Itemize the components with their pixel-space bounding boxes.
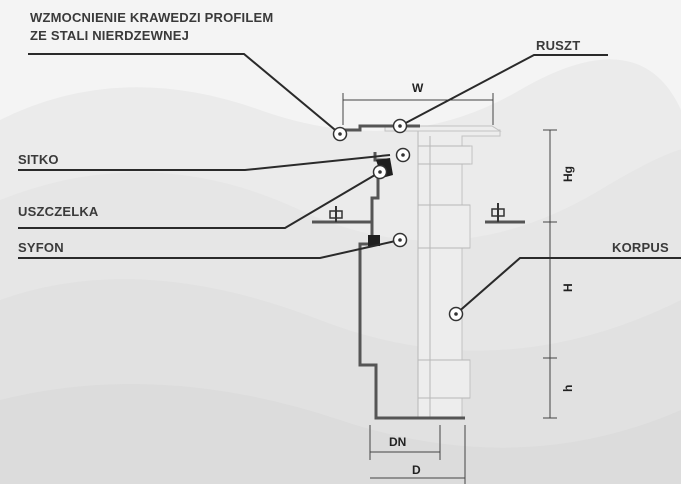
dim-label-dn: DN: [389, 435, 406, 449]
drain-profile: [312, 124, 525, 420]
dim-label-w: W: [412, 81, 424, 95]
bolt-icon: [491, 203, 505, 222]
dim-label-hg: Hg: [561, 166, 575, 182]
background-pattern: [0, 59, 681, 484]
callout-marker: [395, 147, 411, 163]
callout-marker: [332, 126, 348, 142]
dimension-lines: [342, 93, 557, 484]
label-ruszt: RUSZT: [536, 38, 580, 53]
label-sitko: SITKO: [18, 152, 59, 167]
leader-lines: [18, 53, 681, 315]
label-syfon: SYFON: [18, 240, 64, 255]
bolt-icon: [329, 206, 343, 222]
dim-label-h-upper: H: [561, 283, 575, 292]
callout-marker: [372, 164, 388, 180]
callout-markers: [332, 118, 464, 322]
label-uszczelka: USZCZELKA: [18, 204, 99, 219]
part-labels: WZMOCNIENIE KRAWEDZI PROFILEM ZE STALI N…: [18, 10, 669, 255]
label-wzmocnienie-line2: ZE STALI NIERDZEWNEJ: [30, 28, 189, 43]
dimension-labels: W Hg H h DN D: [389, 81, 575, 477]
callout-marker: [392, 118, 408, 134]
label-korpus: KORPUS: [612, 240, 669, 255]
drain-body: [384, 125, 502, 419]
dim-label-h-lower: h: [561, 385, 575, 392]
label-wzmocnienie-line1: WZMOCNIENIE KRAWEDZI PROFILEM: [30, 10, 273, 25]
dim-label-d: D: [412, 463, 421, 477]
callout-marker: [448, 306, 464, 322]
callout-marker: [392, 232, 408, 248]
